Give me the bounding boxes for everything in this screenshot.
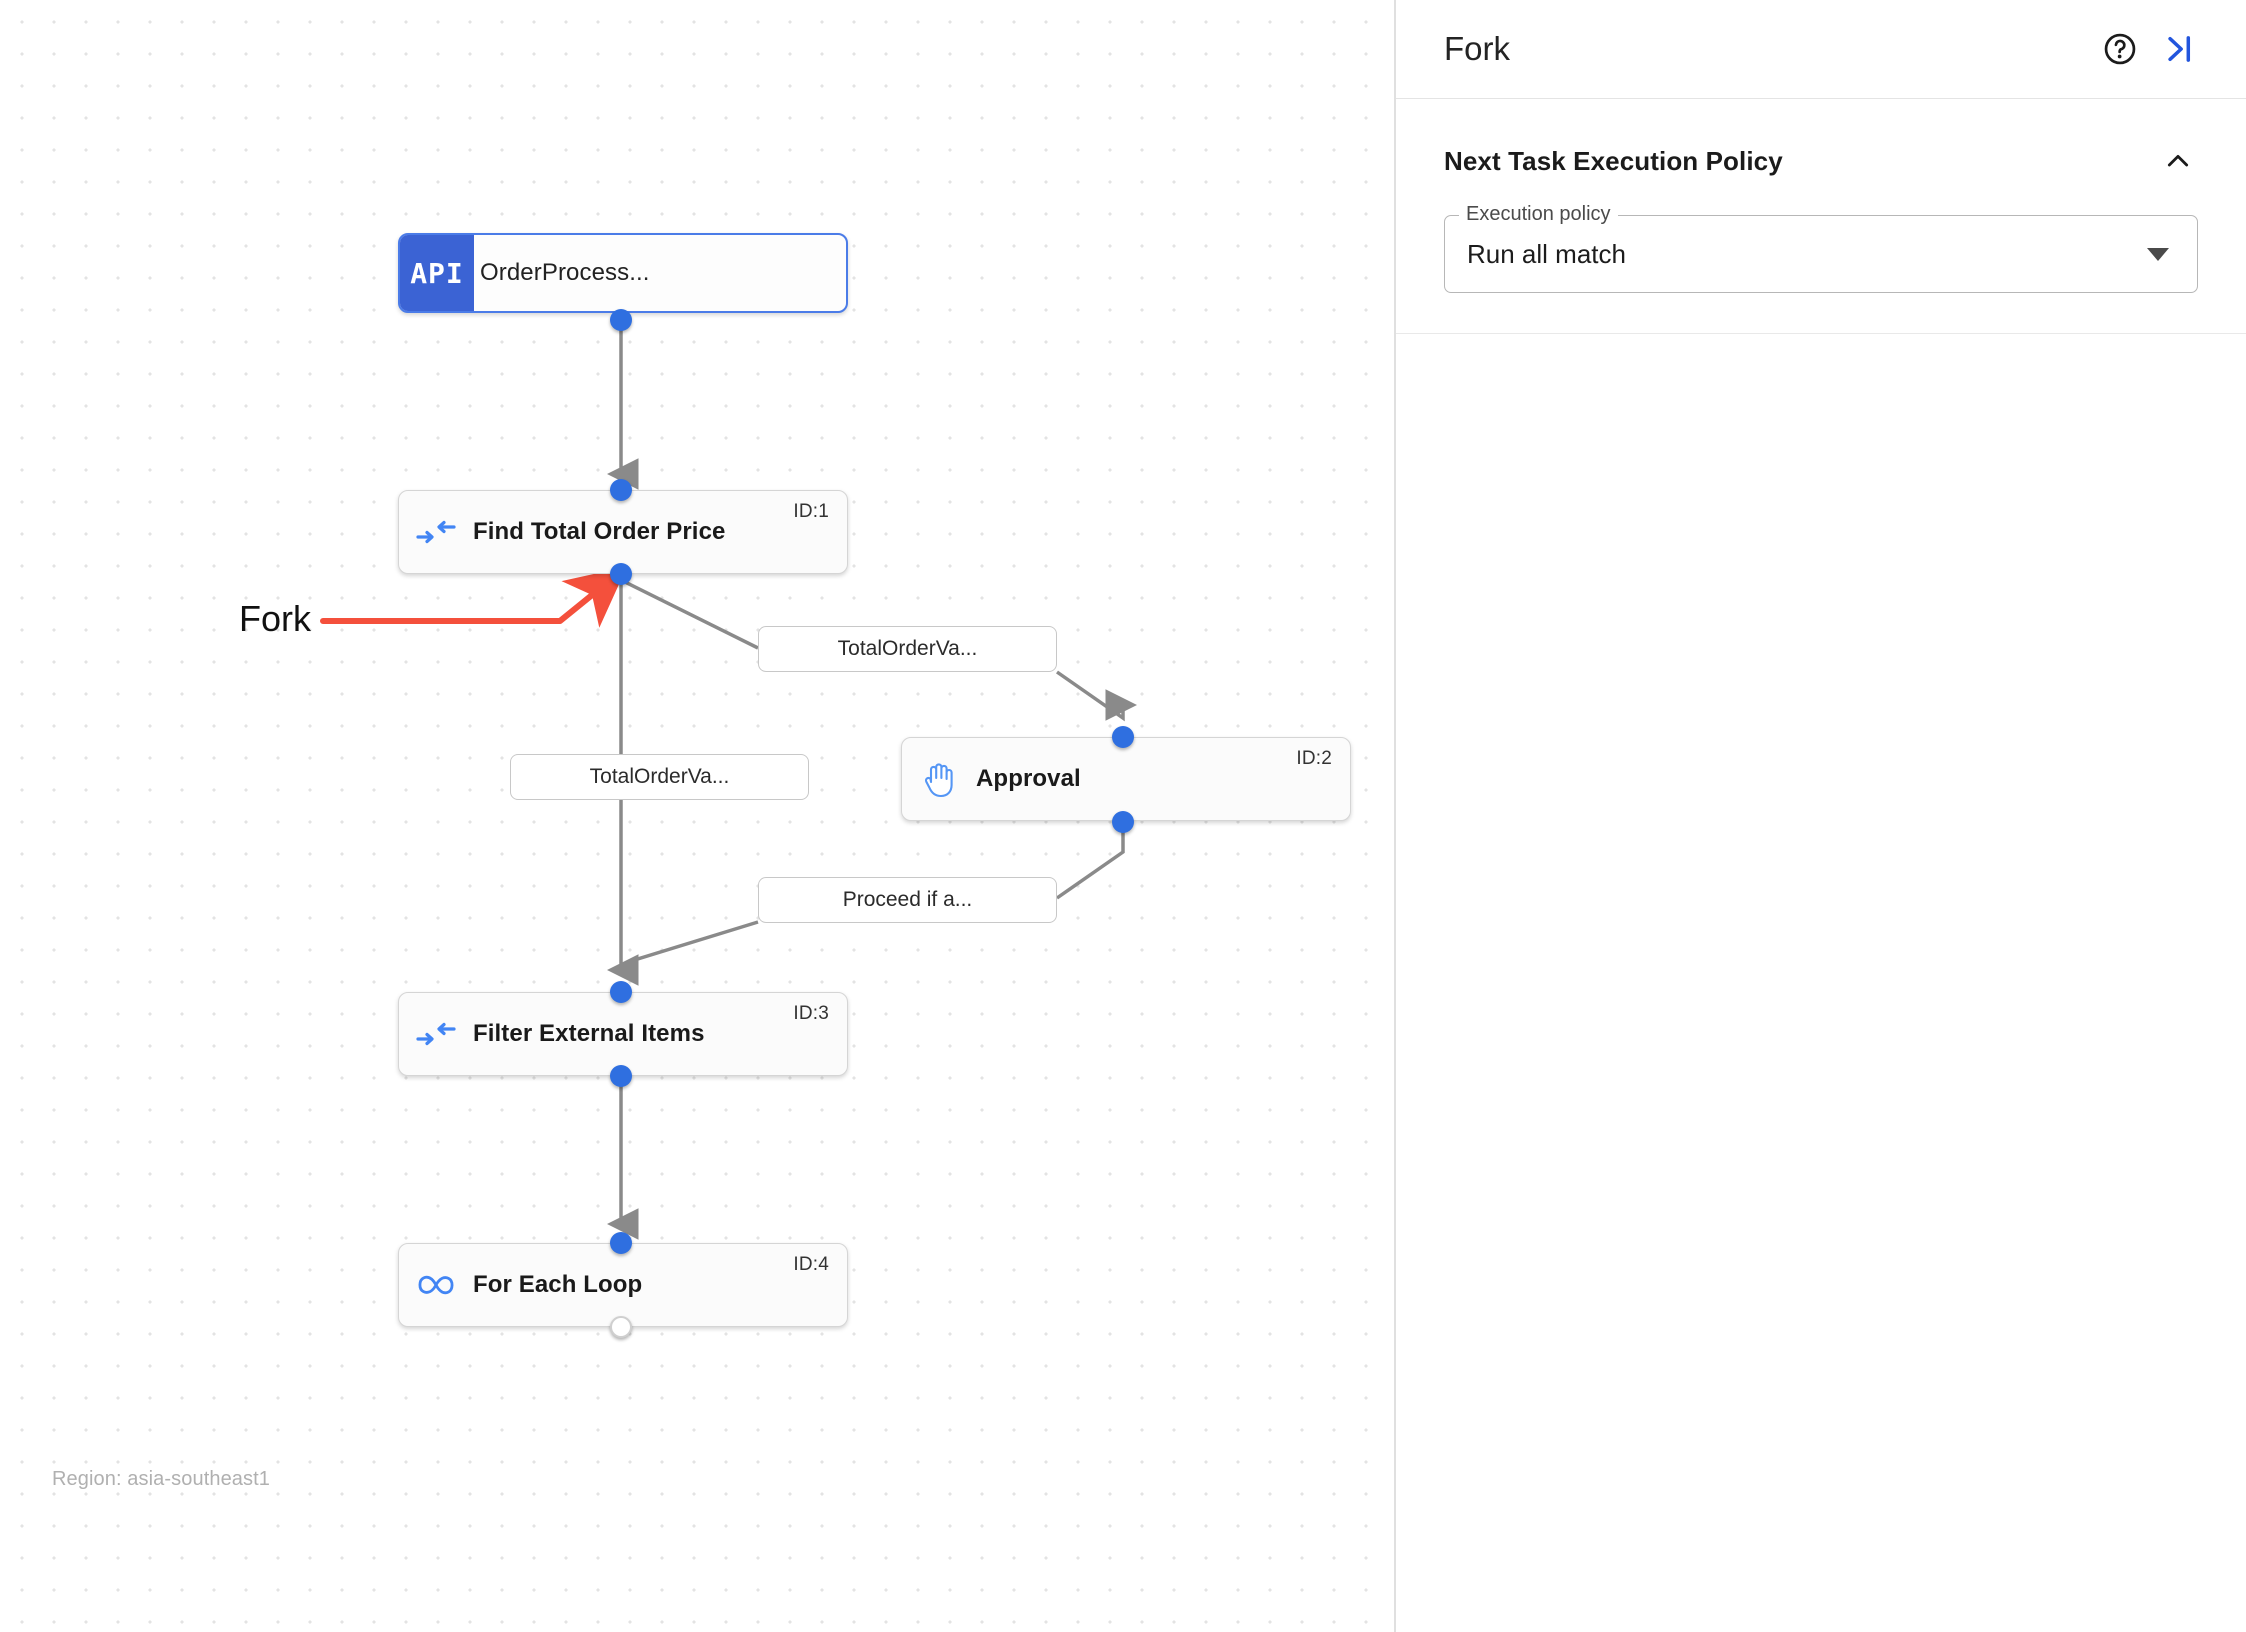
execution-policy-legend: Execution policy (1459, 203, 1618, 226)
node-filter-external-items[interactable]: Filter External Items ID:3 (398, 992, 848, 1076)
section-header[interactable]: Next Task Execution Policy (1444, 141, 2198, 181)
node-id-label: ID:1 (793, 501, 829, 522)
api-badge-icon: API (400, 235, 474, 311)
handle-find-total-in[interactable] (610, 479, 632, 501)
chevron-up-icon[interactable] (2158, 141, 2198, 181)
node-for-each-loop[interactable]: For Each Loop ID:4 (398, 1243, 848, 1327)
handle-approval-in[interactable] (1112, 726, 1134, 748)
execution-policy-value: Run all match (1467, 238, 1626, 269)
handle-filter-out[interactable] (610, 1065, 632, 1087)
edge-label-proceed-if-approved[interactable]: Proceed if a... (758, 877, 1057, 923)
canvas-panel-divider (1394, 0, 1396, 1632)
edge-label-total-order-value-filter[interactable]: TotalOrderVa... (510, 754, 809, 800)
node-approval[interactable]: Approval ID:2 (901, 737, 1351, 821)
node-title: Approval (976, 765, 1081, 792)
merge-arrows-icon (399, 518, 473, 546)
help-circle-icon[interactable] (2094, 23, 2146, 75)
handle-order-process-out[interactable] (610, 309, 632, 331)
handle-find-total-out-fork[interactable] (610, 563, 632, 585)
region-label: Region: asia-southeast1 (52, 1468, 270, 1490)
annotation-label-fork: Fork (239, 598, 311, 639)
properties-panel: Fork Next Task Execution Policy (1396, 0, 2246, 1632)
section-title: Next Task Execution Policy (1444, 145, 1783, 176)
edge-layer (320, 320, 1137, 1240)
node-title: OrderProcess... (480, 259, 650, 286)
node-find-total-order-price[interactable]: Find Total Order Price ID:1 (398, 490, 848, 574)
caret-down-icon[interactable] (2147, 247, 2169, 261)
hand-icon (902, 760, 976, 798)
node-title: For Each Loop (473, 1271, 643, 1298)
workflow-canvas[interactable]: Fork API OrderProcess... Find Total Orde… (0, 0, 1396, 1632)
handle-for-each-out[interactable] (610, 1316, 632, 1338)
handle-for-each-in[interactable] (610, 1232, 632, 1254)
handle-approval-out[interactable] (1112, 811, 1134, 833)
handle-filter-in[interactable] (610, 981, 632, 1003)
node-id-label: ID:4 (793, 1254, 829, 1275)
node-title: Filter External Items (473, 1020, 705, 1047)
panel-header: Fork (1396, 0, 2246, 99)
edge-label-total-order-value-approval[interactable]: TotalOrderVa... (758, 626, 1057, 672)
node-id-label: ID:3 (793, 1003, 829, 1024)
node-title: Find Total Order Price (473, 518, 726, 545)
collapse-panel-icon[interactable] (2152, 23, 2204, 75)
infinity-icon (399, 1272, 473, 1298)
next-task-execution-policy-section: Next Task Execution Policy Execution pol… (1396, 99, 2246, 334)
node-id-label: ID:2 (1296, 748, 1332, 769)
merge-arrows-icon (399, 1020, 473, 1048)
panel-title: Fork (1444, 30, 1510, 67)
execution-policy-select[interactable]: Execution policy Run all match (1444, 203, 2198, 293)
node-order-process[interactable]: API OrderProcess... (398, 233, 848, 313)
